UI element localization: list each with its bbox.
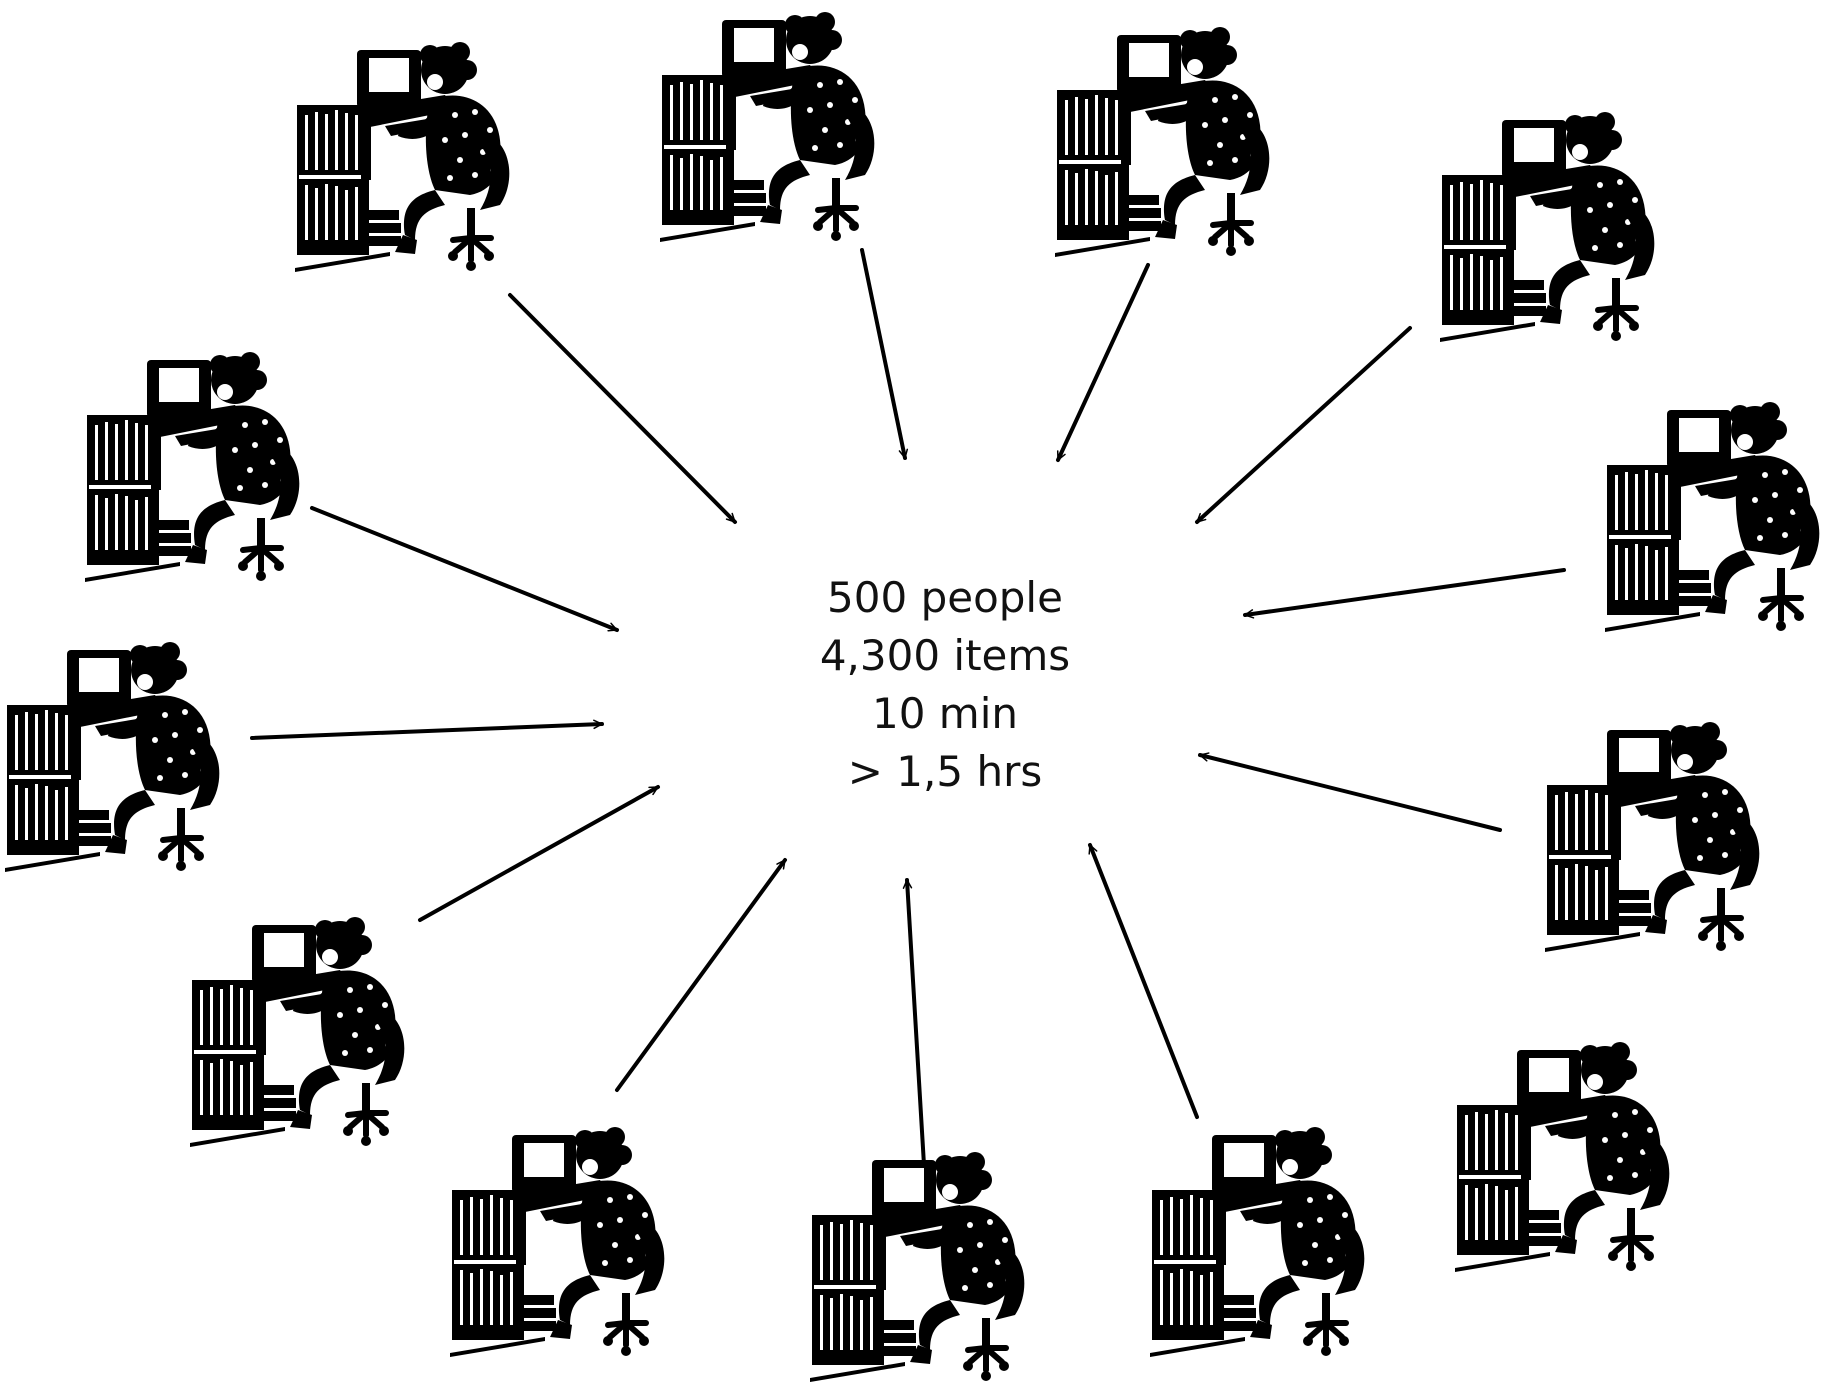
worker-12-person-at-computer-icon	[1150, 1127, 1364, 1357]
worker-2-person-at-computer-icon	[660, 12, 874, 242]
worker-4-person-at-computer-icon	[1440, 112, 1654, 342]
arrow-1	[508, 293, 737, 524]
arrow-12	[1088, 843, 1199, 1119]
hub-line-items: 4,300 items	[820, 631, 1070, 680]
worker-7-person-at-computer-icon	[5, 642, 219, 872]
arrow-3	[1056, 263, 1150, 462]
hub-summary: 500 people 4,300 items 10 min > 1,5 hrs	[820, 573, 1070, 796]
arrow-6	[1243, 568, 1566, 619]
worker-10-person-at-computer-icon	[1455, 1042, 1669, 1272]
arrow-9	[418, 785, 660, 922]
hub-line-total-time: > 1,5 hrs	[848, 747, 1042, 796]
worker-8-person-at-computer-icon	[1545, 722, 1759, 952]
arrows-group	[250, 248, 1566, 1167]
arrow-8	[1198, 752, 1502, 832]
arrow-10	[615, 858, 787, 1092]
hub-line-people: 500 people	[827, 573, 1063, 622]
worker-3-person-at-computer-icon	[1055, 27, 1269, 257]
worker-9-person-at-computer-icon	[190, 917, 404, 1147]
arrow-7	[250, 719, 604, 740]
arrow-4	[1195, 326, 1412, 524]
worker-13-person-at-computer-icon	[810, 1152, 1024, 1382]
worker-6-person-at-computer-icon	[1605, 402, 1819, 632]
hub-line-time: 10 min	[872, 689, 1018, 738]
arrow-2	[860, 248, 909, 460]
arrow-11	[902, 878, 926, 1167]
worker-5-person-at-computer-icon	[85, 352, 299, 582]
arrow-5	[310, 506, 619, 632]
worker-1-person-at-computer-icon	[295, 42, 509, 272]
worker-11-person-at-computer-icon	[450, 1127, 664, 1357]
